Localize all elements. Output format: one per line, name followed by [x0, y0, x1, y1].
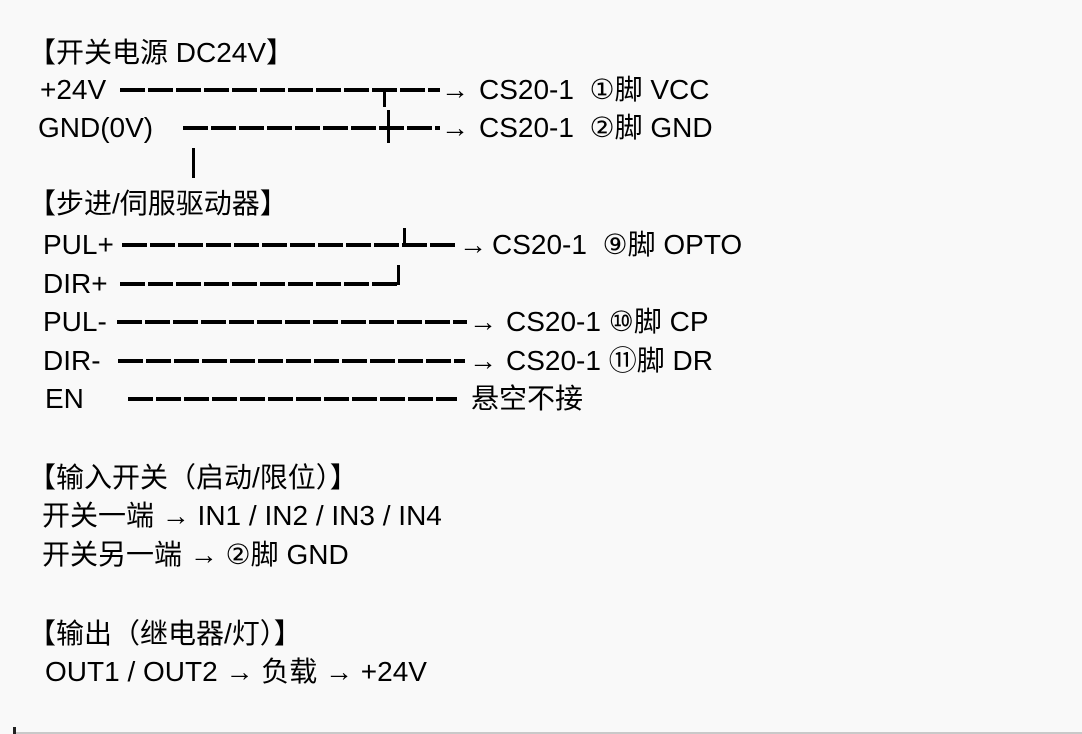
section-title-input-switch: 【输入开关（启动/限位）】 [28, 462, 358, 493]
output-line-1: OUT1 / OUT2 → 负载 → +24V [45, 656, 427, 687]
bottom-border-corner [13, 727, 16, 734]
arrow-right-icon: → [459, 229, 487, 260]
junction-tick-gnd-cross [387, 110, 390, 143]
bottom-border-line [16, 732, 1082, 734]
arrow-right-icon: → [441, 112, 469, 143]
wire-label-dir-plus: DIR+ [43, 268, 108, 299]
wire-line-24v [120, 88, 440, 92]
wire-label-dir-minus: DIR- [43, 345, 101, 376]
input-switch-line-2: 开关另一端 → ②脚 GND [42, 539, 349, 570]
junction-tick-pul-up [403, 228, 406, 245]
wire-label-gnd: GND(0V) [38, 112, 154, 143]
wire-line-pul-minus [117, 320, 467, 324]
wire-line-dir-minus [118, 359, 465, 363]
wire-line-dir-plus [120, 282, 400, 286]
section-title-power-supply: 【开关电源 DC24V】 [28, 37, 295, 68]
wire-line-en [128, 397, 457, 401]
wire-target-vcc: CS20-1 ①脚 VCC [479, 74, 710, 105]
input-switch-line-1: 开关一端 → IN1 / IN2 / IN3 / IN4 [42, 500, 442, 531]
arrow-right-icon: → [469, 345, 497, 376]
wire-target-gnd: CS20-1 ②脚 GND [479, 112, 713, 143]
arrow-right-icon: → [469, 306, 497, 337]
wire-label-24v: +24V [40, 74, 107, 105]
wire-target-cp: CS20-1 ⑩脚 CP [506, 306, 709, 337]
wire-line-gnd [183, 126, 440, 130]
wire-label-pul-plus: PUL+ [43, 229, 114, 260]
wire-target-dr: CS20-1 ⑪脚 DR [506, 345, 713, 376]
section-title-driver: 【步进/伺服驱动器】 [28, 188, 288, 219]
junction-tick-gnd-stub [192, 148, 195, 178]
wire-label-en: EN [45, 383, 84, 414]
wire-target-en-floating: 悬空不接 [471, 383, 584, 414]
section-title-output: 【输出（继电器/灯）】 [28, 618, 302, 649]
junction-tick-dir-corner [397, 265, 400, 285]
wire-target-opto: CS20-1 ⑨脚 OPTO [492, 229, 743, 260]
wire-label-pul-minus: PUL- [43, 306, 107, 337]
wire-line-pul-plus [122, 243, 457, 247]
junction-tick-24v-down [383, 91, 386, 107]
arrow-right-icon: → [441, 74, 469, 105]
